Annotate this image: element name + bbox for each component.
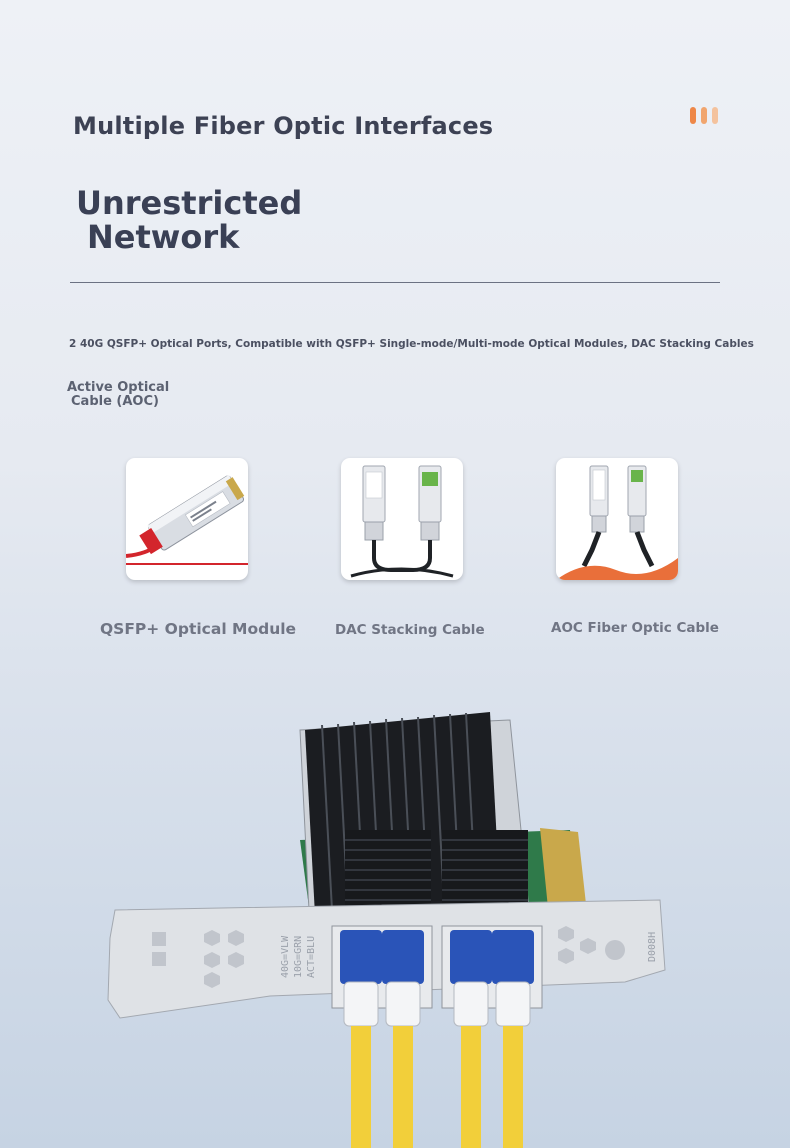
- network-card-photo: 40G=VLW 10G=GRN ACT=BLU D008H: [107, 712, 666, 1148]
- aoc-cable-icon: [556, 465, 678, 580]
- product-caption: AOC Fiber Optic Cable: [551, 620, 719, 636]
- product-caption: QSFP+ Optical Module: [100, 620, 297, 638]
- bracket-text: ACT=BLU: [306, 936, 317, 978]
- bracket-text: 10G=GRN: [293, 936, 304, 978]
- accent-dot: [712, 107, 718, 124]
- accent-dot: [701, 107, 707, 124]
- product-caption: DAC Stacking Cable: [335, 622, 485, 638]
- dac-cable-icon: [350, 465, 454, 578]
- headline-line-2: Network: [87, 218, 240, 256]
- aoc-label: Active Optical Cable (AOC): [67, 381, 169, 409]
- aoc-cable-card: [556, 458, 678, 580]
- description: 2 40G QSFP+ Optical Ports, Compatible wi…: [69, 338, 754, 350]
- aoc-label-line-1: Active Optical: [67, 380, 170, 395]
- divider: [70, 282, 720, 283]
- bracket-text: 40G=VLW: [280, 935, 291, 978]
- qsfp-module-icon: [126, 474, 248, 565]
- headline-line-1: Unrestricted: [76, 184, 303, 222]
- dac-cable-card: [341, 458, 463, 580]
- accent-dots-icon: [690, 107, 718, 124]
- aoc-label-line-2: Cable (AOC): [71, 394, 159, 409]
- page-title: Multiple Fiber Optic Interfaces: [73, 112, 494, 140]
- accent-dot: [690, 107, 696, 124]
- headline: Unrestricted Network: [76, 186, 302, 254]
- qsfp-module-card: [126, 458, 248, 580]
- model-text: D008H: [647, 932, 658, 962]
